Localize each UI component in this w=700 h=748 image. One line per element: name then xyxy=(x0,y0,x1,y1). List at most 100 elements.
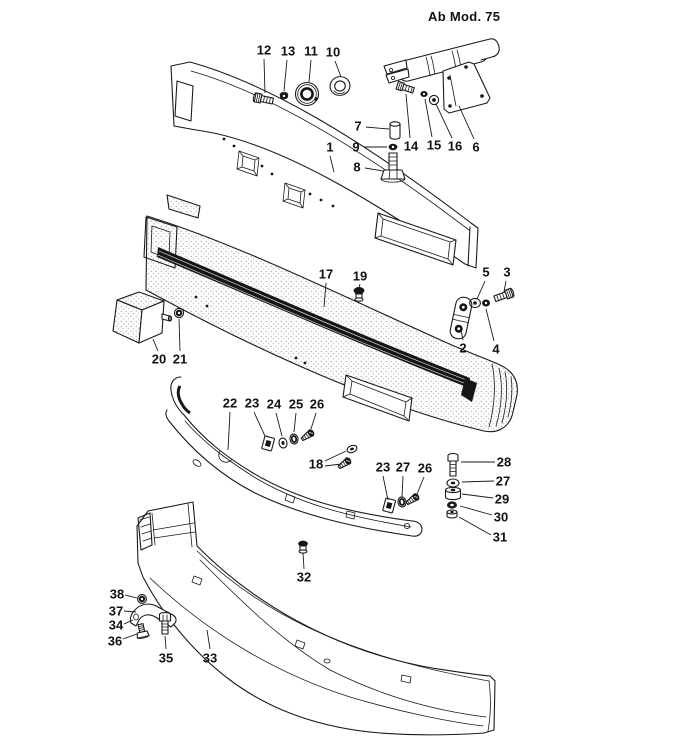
clip-23b xyxy=(382,497,396,514)
callout-label-29: 29 xyxy=(494,491,510,507)
callout-label-4: 4 xyxy=(492,341,500,357)
callout-label-17: 17 xyxy=(318,266,334,282)
callout-label-3: 3 xyxy=(503,264,511,280)
leader-line-33 xyxy=(206,629,211,650)
nut-21 xyxy=(173,307,185,319)
callout-label-26a: 26 xyxy=(309,396,325,412)
callout-label-28: 28 xyxy=(496,454,512,470)
callout-label-36: 36 xyxy=(107,633,123,649)
callout-label-10: 10 xyxy=(325,44,341,60)
callout-label-23a: 23 xyxy=(244,395,260,411)
leader-line-7 xyxy=(365,126,390,130)
leader-line-4 xyxy=(485,308,495,342)
part-impact-absorber-assembly xyxy=(383,38,500,114)
washer-5 xyxy=(469,297,481,309)
leader-line-11 xyxy=(308,59,312,83)
leader-line-21 xyxy=(178,318,181,352)
leader-line-8 xyxy=(364,167,384,172)
grommet-25 xyxy=(289,433,299,445)
bolt-35 xyxy=(158,612,172,635)
part-bumper-reinforcement xyxy=(170,61,479,269)
nut-31 xyxy=(446,509,458,519)
leader-line-25 xyxy=(293,412,297,433)
nut-13 xyxy=(279,91,289,100)
spacer-sleeve-7 xyxy=(389,121,401,140)
callout-label-19: 19 xyxy=(352,268,368,284)
screw-18 xyxy=(337,457,352,470)
bolt-12 xyxy=(252,92,274,105)
leader-line-23b xyxy=(382,475,389,501)
clip-19 xyxy=(353,287,365,302)
leader-line-18 xyxy=(324,463,342,467)
link-bracket-2 xyxy=(449,296,473,340)
leader-line-26a xyxy=(310,412,317,430)
leader-line-13 xyxy=(283,59,288,92)
leader-line-26b xyxy=(416,476,425,495)
leader-line-12 xyxy=(263,58,266,94)
callout-label-22: 22 xyxy=(222,395,238,411)
callout-label-15: 15 xyxy=(426,137,442,153)
leader-line-2 xyxy=(460,329,464,341)
callout-label-24: 24 xyxy=(266,396,282,412)
washer-30 xyxy=(447,501,457,509)
leader-line-34 xyxy=(123,619,134,625)
leader-line-22 xyxy=(227,411,231,451)
leader-line-16 xyxy=(435,103,453,139)
grommet-27b xyxy=(397,496,407,508)
callout-label-6: 6 xyxy=(472,139,480,155)
leader-lines xyxy=(122,58,507,650)
leader-line-23a xyxy=(253,411,266,437)
leader-line-17 xyxy=(323,282,327,308)
callout-label-11: 11 xyxy=(304,43,318,59)
callout-label-2: 2 xyxy=(459,340,467,356)
washer-24 xyxy=(278,437,288,449)
part-rubber-buffer-20 xyxy=(112,291,173,344)
callout-label-23b: 23 xyxy=(375,459,391,475)
callout-label-27a: 27 xyxy=(495,473,511,489)
bushing-11 xyxy=(294,81,320,107)
bolt-14 xyxy=(395,80,415,94)
leader-line-37 xyxy=(123,610,137,613)
mounting-holes xyxy=(222,137,335,208)
callout-label-32: 32 xyxy=(296,569,312,585)
callout-label-8: 8 xyxy=(353,159,361,175)
leader-line-1 xyxy=(329,155,335,173)
washer-16 xyxy=(428,94,440,106)
callout-label-27b: 27 xyxy=(395,459,411,475)
callout-label-7: 7 xyxy=(354,118,362,134)
leader-line-18 xyxy=(324,450,347,462)
leader-line-29 xyxy=(461,493,494,499)
leader-line-19 xyxy=(358,283,361,289)
callout-label-38: 38 xyxy=(109,586,125,602)
leader-line-3 xyxy=(503,280,507,293)
leader-line-38 xyxy=(124,594,138,599)
bolt-3 xyxy=(493,287,515,303)
leader-line-35 xyxy=(164,635,167,650)
callout-label-30: 30 xyxy=(493,509,509,525)
seal-ring-10 xyxy=(329,76,351,96)
leader-line-10 xyxy=(334,60,342,78)
grommet-32 xyxy=(298,540,308,554)
leader-line-36 xyxy=(122,633,138,640)
callout-label-12: 12 xyxy=(256,42,272,58)
leader-line-20 xyxy=(152,338,159,352)
callout-label-21: 21 xyxy=(172,351,188,367)
screw-36 xyxy=(136,623,150,639)
leader-line-6 xyxy=(458,105,475,140)
leader-line-27a xyxy=(461,480,495,483)
part-bumper-cover xyxy=(143,194,518,433)
callout-label-16: 16 xyxy=(447,138,463,154)
callout-label-26b: 26 xyxy=(417,460,433,476)
callout-label-9: 9 xyxy=(352,139,360,155)
leader-line-5 xyxy=(476,280,486,300)
callout-label-34: 34 xyxy=(108,617,124,633)
callout-label-18: 18 xyxy=(308,456,324,472)
callout-label-35: 35 xyxy=(158,650,174,666)
part-lower-trim-strip xyxy=(165,376,423,537)
callout-label-25: 25 xyxy=(288,396,304,412)
nut-4 xyxy=(482,299,490,307)
screw-26b xyxy=(405,493,420,506)
leader-line-32 xyxy=(302,552,305,570)
